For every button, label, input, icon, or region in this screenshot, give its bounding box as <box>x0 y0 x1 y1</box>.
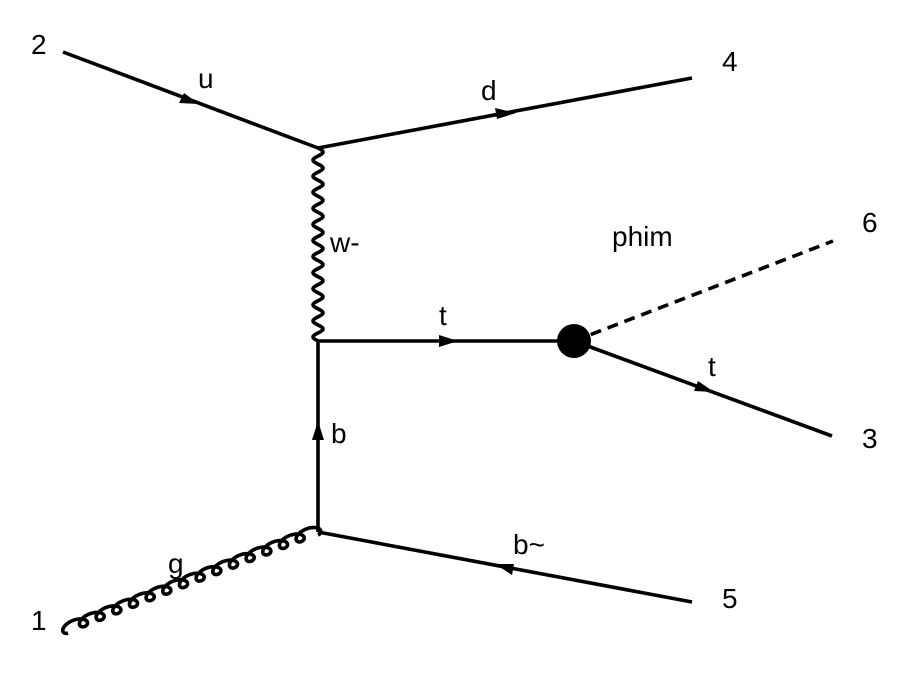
external-label-2: 2 <box>31 29 47 60</box>
label-phim: phim <box>612 221 673 252</box>
gluon-line <box>60 525 323 636</box>
d-quark-arrow <box>495 108 516 119</box>
u-quark-arrow <box>179 93 199 104</box>
label-u: u <box>198 63 214 94</box>
w-boson-line <box>311 146 325 343</box>
b-quark-arrow <box>312 421 324 440</box>
label-t-outgoing: t <box>708 351 716 382</box>
antib-quark-arrow <box>495 564 514 575</box>
external-label-1: 1 <box>31 605 47 636</box>
outgoing-top-arrow <box>694 381 714 392</box>
external-label-5: 5 <box>722 583 738 614</box>
external-label-4: 4 <box>722 46 738 77</box>
label-b: b <box>331 418 347 449</box>
external-label-3: 3 <box>862 423 878 454</box>
effective-vertex-blob <box>557 324 591 358</box>
label-d: d <box>481 75 497 106</box>
external-label-6: 6 <box>862 207 878 238</box>
internal-top-arrow <box>439 335 458 347</box>
label-b-bar: b~ <box>513 529 545 560</box>
label-w-minus: w- <box>329 227 360 258</box>
label-t-internal: t <box>439 300 447 331</box>
label-g: g <box>168 548 184 579</box>
scalar-line <box>573 239 834 343</box>
